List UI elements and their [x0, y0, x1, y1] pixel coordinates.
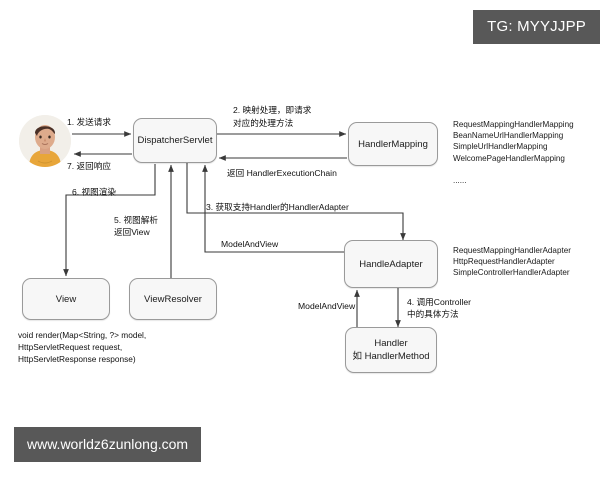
node-view-resolver-label: ViewResolver [144, 293, 202, 305]
node-handle-adapter[interactable]: HandleAdapter [344, 240, 438, 288]
node-view-label: View [55, 293, 77, 305]
avatar-illustration [19, 115, 71, 167]
edge-label-step3: 3. 获取支持Handler的HandlerAdapter [206, 202, 349, 212]
user-avatar [19, 115, 71, 167]
node-handle-adapter-label: HandleAdapter [359, 258, 423, 270]
edge-label-step5-line1: 5. 视图解析 [114, 215, 158, 225]
edge-label-return-chain: 返回 HandlerExecutionChain [227, 168, 337, 178]
edge-label-step4-line1: 4. 调用Controller [407, 297, 471, 307]
edge-label-step7: 7. 返回响应 [67, 161, 111, 171]
node-dispatcher-servlet-label: DispatcherServlet [137, 135, 213, 146]
handler-mapping-implementations: RequestMappingHandlerMapping BeanNameUrl… [453, 120, 574, 186]
node-dispatcher-servlet[interactable]: DispatcherServlet [133, 118, 217, 163]
node-handler[interactable]: Handler 如 HandlerMethod [345, 327, 437, 373]
watermark-top-right: TG: MYYJJPP [473, 10, 600, 44]
edge-label-model-and-view-left: ModelAndView [221, 239, 279, 249]
edge-label-step2-line2: 对应的处理方法 [233, 118, 294, 128]
edge-label-step1: 1. 发送请求 [67, 117, 111, 127]
node-handler-mapping-label: HandlerMapping [358, 138, 428, 150]
handler-adapter-implementations: RequestMappingHandlerAdapter HttpRequest… [453, 246, 571, 278]
edge-label-step6: 6. 视图渲染 [72, 187, 116, 197]
edge-label-step2-line1: 2. 映射处理，即请求 [233, 105, 312, 115]
watermark-bottom-left: www.worldz6zunlong.com [14, 427, 202, 462]
node-view[interactable]: View [22, 278, 110, 320]
node-handler-label-line2: 如 HandlerMethod [352, 351, 430, 362]
node-handler-label-line1: Handler [374, 338, 408, 349]
node-view-resolver[interactable]: ViewResolver [129, 278, 217, 320]
node-handler-mapping[interactable]: HandlerMapping [348, 122, 438, 166]
edge-label-step5-line2: 返回View [114, 227, 150, 237]
edge-label-model-and-view-bottom: ModelAndView [298, 301, 356, 311]
edge-label-step4-line2: 中的具体方法 [407, 309, 459, 319]
view-render-signature: void render(Map<String, ?> model, HttpSe… [18, 330, 147, 365]
